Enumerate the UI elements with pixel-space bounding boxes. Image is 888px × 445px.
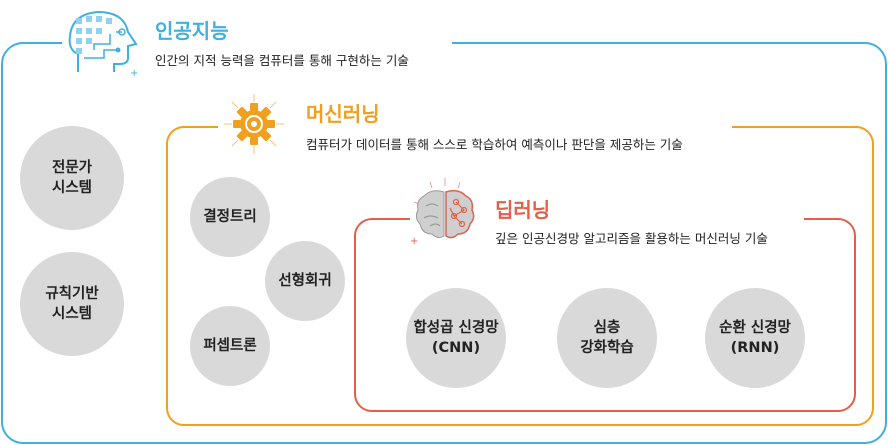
ml-item-decision-tree: 결정트리 bbox=[190, 177, 270, 257]
gear-icon bbox=[224, 94, 284, 154]
ml-item-perceptron: 퍼셉트론 bbox=[190, 306, 270, 386]
brain-icon: + bbox=[410, 178, 475, 247]
head-circuit-icon: + bbox=[68, 10, 138, 79]
dl-title: 딥러닝 bbox=[495, 198, 551, 222]
ai-description: 인간의 지적 능력을 컴퓨터를 통해 구현하는 기술 bbox=[155, 53, 409, 68]
dl-item-rnn: 순환 신경망 (RNN) bbox=[705, 288, 805, 388]
dl-description: 깊은 인공신경망 알고리즘을 활용하는 머신러닝 기술 bbox=[495, 231, 768, 246]
ml-description: 컴퓨터가 데이터를 통해 스스로 학습하여 예측이나 판단을 제공하는 기술 bbox=[306, 137, 683, 152]
dl-header-mask bbox=[410, 206, 804, 236]
ai-item-expert-system: 전문가 시스템 bbox=[20, 126, 124, 230]
ai-item-rule-based-system: 규칙기반 시스템 bbox=[20, 252, 124, 356]
svg-text:+: + bbox=[130, 68, 138, 79]
dl-item-deep-rl: 심층 강화학습 bbox=[557, 288, 657, 388]
dl-item-cnn: 합성곱 신경망 (CNN) bbox=[406, 288, 506, 388]
ml-header-mask bbox=[218, 114, 732, 144]
ml-title: 머신러닝 bbox=[306, 102, 380, 126]
svg-text:+: + bbox=[410, 236, 418, 247]
ml-item-linear-regression: 선형회귀 bbox=[265, 241, 345, 321]
ai-title: 인공지능 bbox=[155, 19, 229, 43]
